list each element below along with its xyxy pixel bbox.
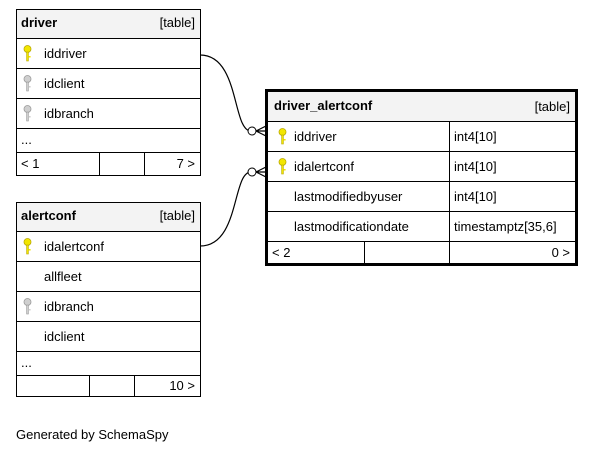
- table-footer: 10 >: [17, 375, 200, 396]
- column-row[interactable]: allfleet: [17, 261, 200, 291]
- table-footer: < 1 7 >: [17, 152, 200, 175]
- relationship-optional-marker: [247, 167, 257, 177]
- table-name: driver: [21, 15, 58, 30]
- table-driver[interactable]: driver [table] iddriver idclient idbranc…: [16, 9, 201, 176]
- child-count[interactable]: 10 >: [169, 378, 195, 393]
- table-type-tag: [table]: [534, 99, 570, 114]
- child-count[interactable]: 7 >: [176, 156, 195, 171]
- more-columns-ellipsis: ...: [21, 132, 32, 147]
- link-alertconf-to-driver-alertconf: [199, 171, 252, 247]
- child-count[interactable]: 0 >: [551, 245, 570, 260]
- column-name: iddriver: [294, 129, 337, 144]
- column-name: idclient: [44, 76, 85, 91]
- generated-by-text: Generated by SchemaSpy: [16, 427, 169, 442]
- relationship-crowfoot-marker: [255, 125, 267, 137]
- column-name: iddriver: [44, 46, 87, 61]
- column-name: lastmodifiedbyuser: [294, 189, 403, 204]
- foreign-key-icon: [23, 75, 32, 92]
- column-name: idalertconf: [294, 159, 354, 174]
- more-columns-ellipsis: ...: [21, 355, 32, 370]
- parent-count[interactable]: < 1: [21, 156, 40, 171]
- footer-divider: [364, 242, 365, 263]
- column-name: idclient: [44, 329, 85, 344]
- footer-divider: [99, 153, 100, 175]
- relationship-crowfoot-marker: [255, 166, 267, 178]
- primary-key-icon: [23, 45, 32, 62]
- link-driver-to-driver-alertconf: [199, 54, 252, 132]
- foreign-key-icon: [23, 298, 32, 315]
- more-columns-row[interactable]: ...: [17, 351, 200, 375]
- parent-count[interactable]: < 2: [272, 245, 291, 260]
- table-header: driver_alertconf [table]: [268, 92, 575, 121]
- cell-divider: [449, 122, 450, 151]
- column-name: allfleet: [44, 269, 82, 284]
- table-alertconf[interactable]: alertconf [table] idalertconf allfleet i…: [16, 202, 201, 397]
- column-type: int4[10]: [454, 129, 497, 144]
- relationship-optional-marker: [247, 126, 257, 136]
- table-type-tag: [table]: [159, 208, 195, 223]
- column-row[interactable]: idclient: [17, 68, 200, 98]
- column-row[interactable]: iddriver int4[10]: [268, 121, 575, 151]
- table-header: alertconf [table]: [17, 203, 200, 231]
- primary-key-icon: [278, 128, 287, 145]
- table-name: alertconf: [21, 208, 76, 223]
- footer-divider: [449, 242, 450, 263]
- column-row[interactable]: idbranch: [17, 291, 200, 321]
- cell-divider: [449, 212, 450, 241]
- primary-key-icon: [278, 158, 287, 175]
- column-type: timestamptz[35,6]: [454, 219, 557, 234]
- footer-divider: [134, 376, 135, 396]
- column-name: idalertconf: [44, 239, 104, 254]
- footer-divider: [144, 153, 145, 175]
- column-type: int4[10]: [454, 159, 497, 174]
- column-name: lastmodificationdate: [294, 219, 409, 234]
- column-row[interactable]: idalertconf int4[10]: [268, 151, 575, 181]
- table-type-tag: [table]: [159, 15, 195, 30]
- table-footer: < 2 0 >: [268, 241, 575, 263]
- column-row[interactable]: idbranch: [17, 98, 200, 128]
- more-columns-row[interactable]: ...: [17, 128, 200, 152]
- column-name: idbranch: [44, 299, 94, 314]
- column-row[interactable]: idclient: [17, 321, 200, 351]
- footer-divider: [89, 376, 90, 396]
- column-name: idbranch: [44, 106, 94, 121]
- column-type: int4[10]: [454, 189, 497, 204]
- table-name: driver_alertconf: [274, 98, 373, 113]
- cell-divider: [449, 182, 450, 211]
- foreign-key-icon: [23, 105, 32, 122]
- table-header: driver [table]: [17, 10, 200, 38]
- column-row[interactable]: iddriver: [17, 38, 200, 68]
- table-driver-alertconf[interactable]: driver_alertconf [table] iddriver int4[1…: [265, 89, 578, 266]
- column-row[interactable]: idalertconf: [17, 231, 200, 261]
- column-row[interactable]: lastmodificationdate timestamptz[35,6]: [268, 211, 575, 241]
- cell-divider: [449, 152, 450, 181]
- primary-key-icon: [23, 238, 32, 255]
- column-row[interactable]: lastmodifiedbyuser int4[10]: [268, 181, 575, 211]
